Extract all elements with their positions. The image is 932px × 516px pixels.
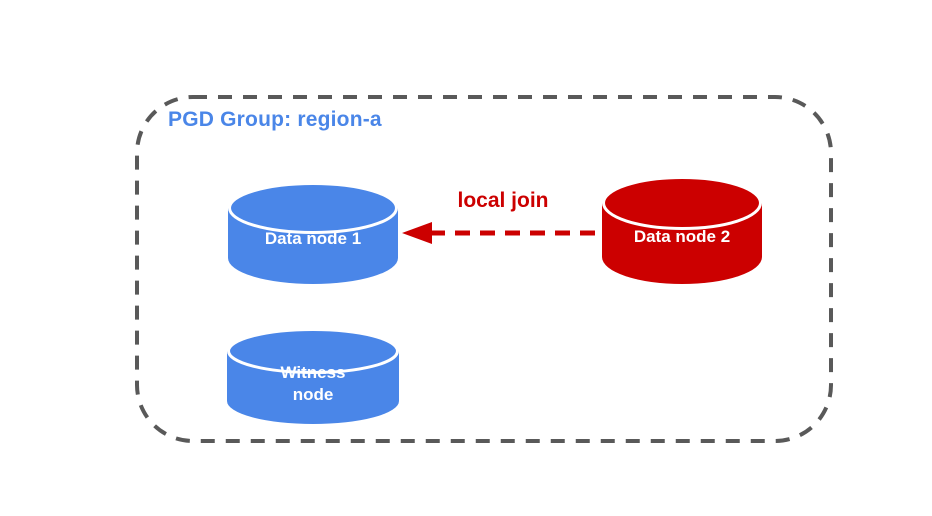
local-join-arrowhead-icon	[402, 222, 432, 244]
witness-node-cylinder: Witness node	[227, 328, 399, 424]
pgd-group-border	[135, 95, 833, 443]
pgd-group-title: PGD Group: region-a	[168, 108, 382, 131]
cylinder-shape	[602, 176, 762, 284]
witness-node-label: Witness node	[280, 363, 346, 404]
data-node-1-cylinder: Data node 1	[228, 182, 398, 284]
data-node-2-label: Data node 2	[633, 227, 731, 246]
cylinder-top	[228, 182, 398, 234]
data-node-1-label: Data node 1	[264, 229, 362, 248]
cylinder-top	[227, 328, 399, 374]
cylinder-shape	[227, 328, 399, 424]
local-join-arrow	[402, 222, 604, 244]
local-join-label: local join	[457, 189, 549, 212]
data-node-2-cylinder: Data node 2	[602, 176, 762, 284]
cylinder-shape	[228, 182, 398, 284]
cylinder-top	[602, 176, 762, 230]
